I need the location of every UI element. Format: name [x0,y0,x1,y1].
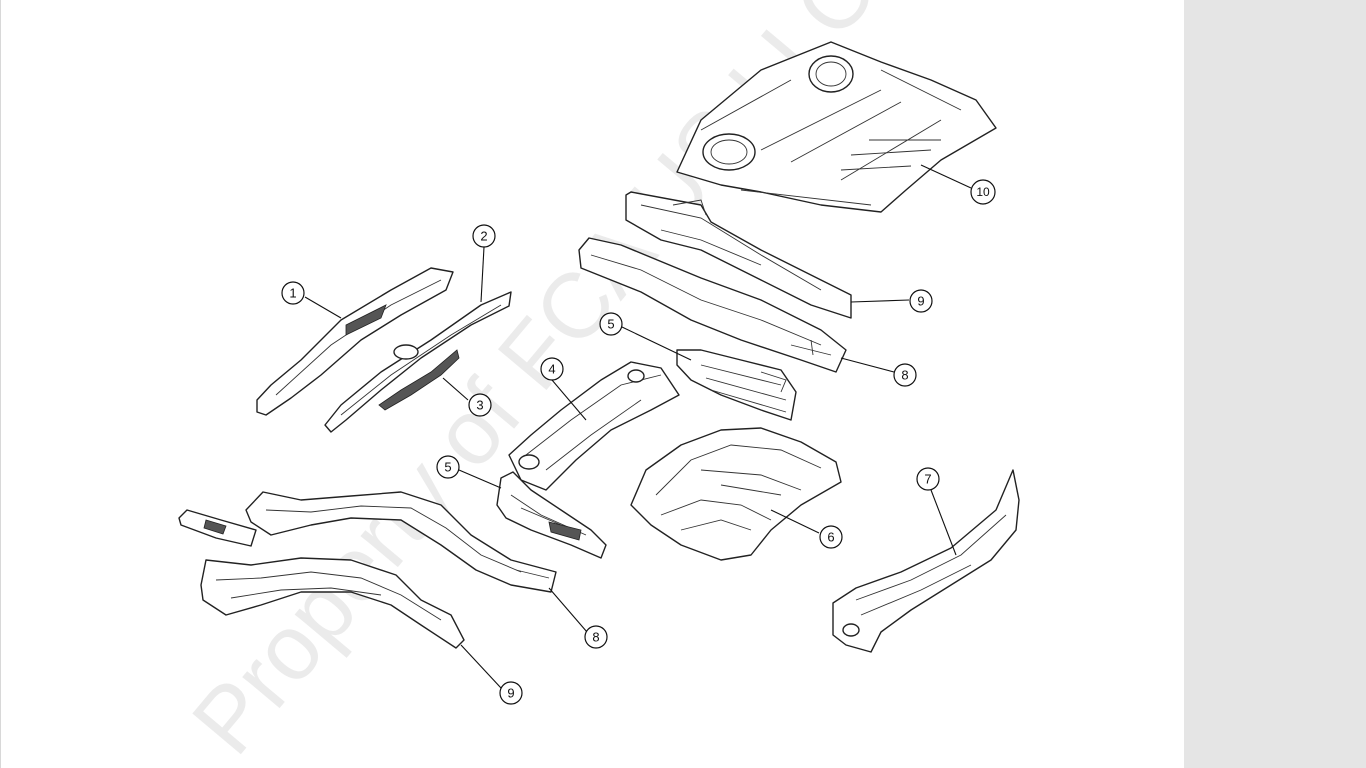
callout-5-upper: 5 [599,312,623,336]
svg-text:10: 10 [976,185,990,199]
svg-text:8: 8 [901,368,908,383]
part-5-lower-bracket [496,471,607,559]
callout-4: 4 [540,357,564,381]
part-3-heat-shield [378,349,460,411]
part-7-rear-panel [832,469,1020,653]
svg-text:8: 8 [592,630,599,645]
part-5-upper-bracket [676,349,797,421]
part-6-spare-tire-well [630,427,842,561]
callout-8-lower: 8 [584,625,608,649]
svg-text:1: 1 [289,286,296,301]
callout-6: 6 [819,525,843,549]
svg-text:2: 2 [480,229,487,244]
svg-text:9: 9 [917,294,924,309]
parts-diagram: Property of FCA US LLC [173,0,1020,768]
leader-lines [304,164,972,689]
svg-text:5: 5 [607,317,614,332]
part-4-bracket [508,361,680,491]
svg-text:9: 9 [507,686,514,701]
callout-9-lower: 9 [499,681,523,705]
callout-2: 2 [472,224,496,248]
svg-text:5: 5 [444,460,451,475]
callout-10: 10 [970,179,996,205]
callout-9-upper: 9 [909,289,933,313]
side-panel [1184,0,1366,768]
svg-text:4: 4 [548,362,555,377]
small-bracket [178,509,257,547]
part-1-crossmember [256,267,454,416]
callout-5-lower: 5 [436,455,460,479]
part-9-upper-rail [625,191,852,319]
callout-3: 3 [468,393,492,417]
part-10-rear-floor-pan [676,41,997,213]
svg-text:6: 6 [827,530,834,545]
part-8-lower-rail [245,491,557,593]
diagram-viewer: Property of FCA US LLC [0,0,1020,768]
part-2-crossmember [324,291,512,433]
callout-1: 1 [281,281,305,305]
callout-8-upper: 8 [893,363,917,387]
svg-text:3: 3 [476,398,483,413]
part-8-upper-rail [578,237,847,373]
part-9-lower-rail [200,557,465,649]
callout-7: 7 [916,467,940,491]
svg-text:7: 7 [924,472,931,487]
